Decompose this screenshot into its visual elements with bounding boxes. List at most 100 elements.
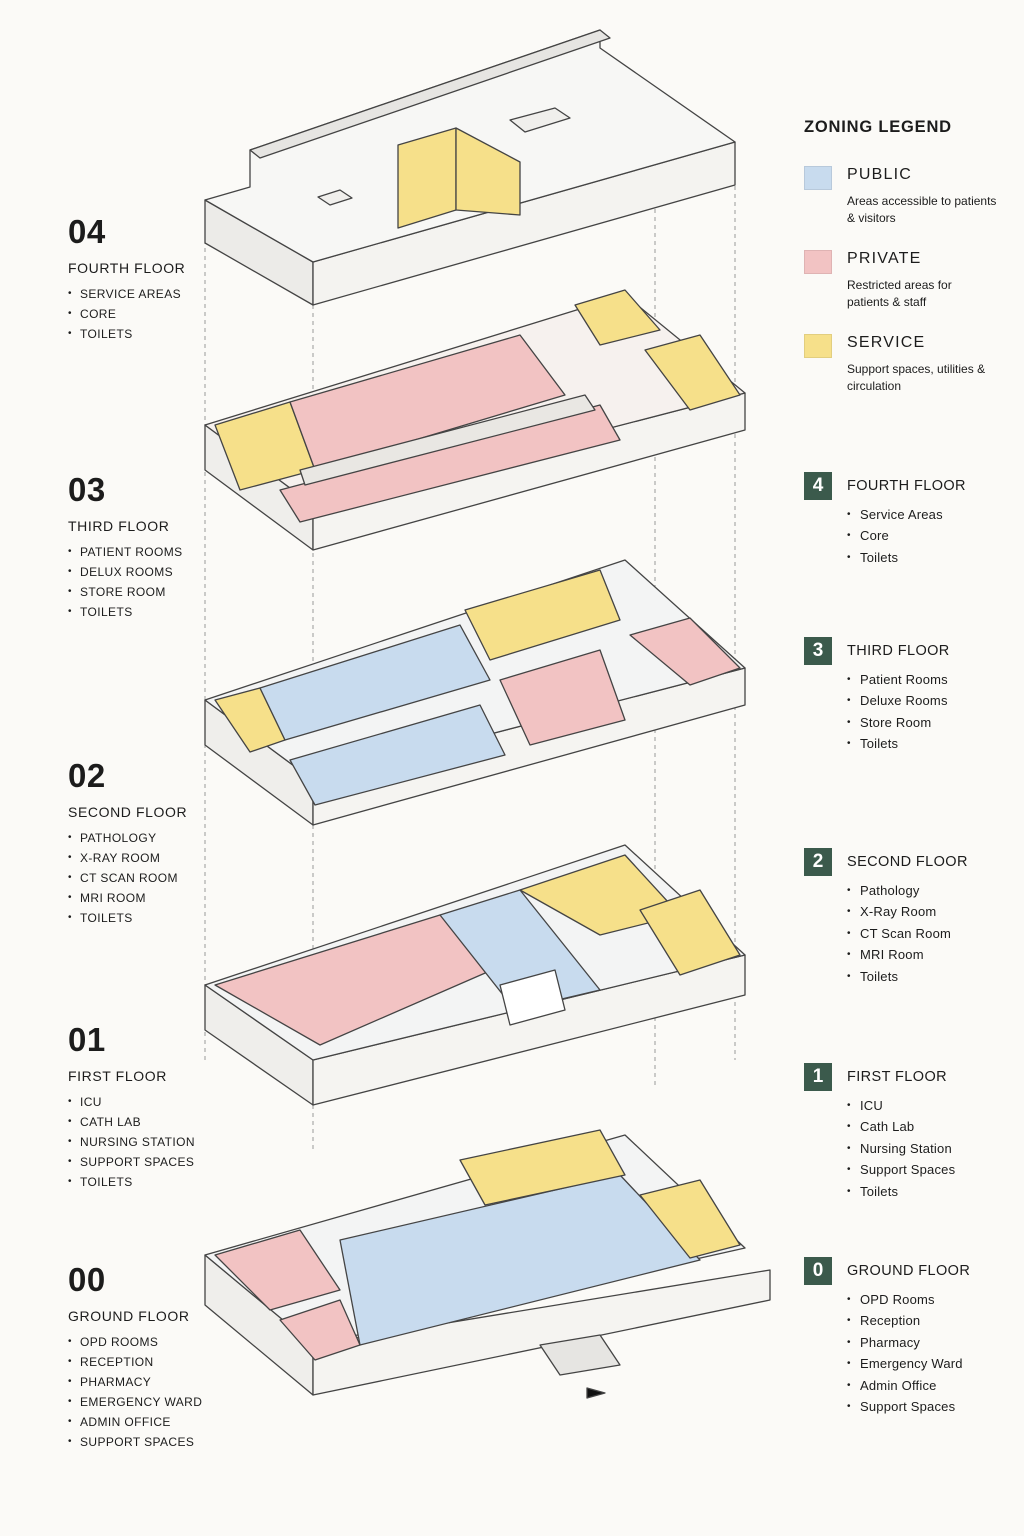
list-item: TOILETS — [68, 1172, 218, 1192]
list-item: EMERGENCY WARD — [68, 1392, 218, 1412]
list-item: Cath Lab — [847, 1116, 955, 1138]
floor-badge: 4 — [804, 472, 832, 500]
floor-key-name: FOURTH FLOOR — [847, 478, 966, 494]
floor-key-items: ICU Cath Lab Nursing Station Support Spa… — [847, 1095, 955, 1202]
floor-badge: 1 — [804, 1063, 832, 1091]
list-item: TOILETS — [68, 324, 218, 344]
list-item: SERVICE AREAS — [68, 284, 218, 304]
list-item: MRI ROOM — [68, 888, 218, 908]
list-item: X-Ray Room — [847, 901, 951, 923]
floor-items: ICU CATH LAB NURSING STATION SUPPORT SPA… — [68, 1092, 218, 1192]
floor-items: PATHOLOGY X-RAY ROOM CT SCAN ROOM MRI RO… — [68, 828, 218, 928]
list-item: Store Room — [847, 712, 948, 734]
zone-name: PUBLIC — [847, 166, 912, 183]
floor-label-2: 02 SECOND FLOOR PATHOLOGY X-RAY ROOM CT … — [68, 757, 218, 929]
floor-key-name: FIRST FLOOR — [847, 1069, 948, 1085]
floor-1-plan — [204, 844, 746, 1106]
floor-label-0: 00 GROUND FLOOR OPD ROOMS RECEPTION PHAR… — [68, 1261, 218, 1453]
list-item: Support Spaces — [847, 1159, 955, 1181]
floor-2-plan — [204, 559, 746, 826]
floor-name: SECOND FLOOR — [68, 804, 188, 820]
list-item: TOILETS — [68, 602, 218, 622]
floor-key-items: Patient Rooms Deluxe Rooms Store Room To… — [847, 669, 948, 755]
floor-key-items: OPD Rooms Reception Pharmacy Emergency W… — [847, 1289, 963, 1418]
roof-level — [204, 29, 736, 306]
floor-number: 02 — [68, 757, 106, 794]
legend-title: ZONING LEGEND — [804, 118, 952, 136]
list-item: OPD Rooms — [847, 1289, 963, 1311]
roof-stair-core — [455, 127, 521, 216]
list-item: ICU — [68, 1092, 218, 1112]
list-item: CATH LAB — [68, 1112, 218, 1132]
list-item: PATIENT ROOMS — [68, 542, 218, 562]
list-item: Deluxe Rooms — [847, 690, 948, 712]
list-item: PATHOLOGY — [68, 828, 218, 848]
list-item: Toilets — [847, 733, 948, 755]
floor-key-name: GROUND FLOOR — [847, 1263, 971, 1279]
list-item: Support Spaces — [847, 1396, 963, 1418]
list-item: MRI Room — [847, 944, 951, 966]
list-item: STORE ROOM — [68, 582, 218, 602]
floor-key-items: Pathology X-Ray Room CT Scan Room MRI Ro… — [847, 880, 951, 987]
floor-label-4: 04 FOURTH FLOOR SERVICE AREAS CORE TOILE… — [68, 213, 218, 345]
floor-badge: 3 — [804, 637, 832, 665]
list-item: ADMIN OFFICE — [68, 1412, 218, 1432]
floor-badge: 0 — [804, 1257, 832, 1285]
zone-name: PRIVATE — [847, 250, 922, 267]
list-item: Toilets — [847, 1181, 955, 1203]
floor-key-name: THIRD FLOOR — [847, 643, 950, 659]
floor-number: 04 — [68, 213, 106, 250]
zoning-legend: ZONING LEGEND PUBLIC Areas accessible to… — [804, 118, 1004, 393]
list-item: DELUX ROOMS — [68, 562, 218, 582]
floor-name: FOURTH FLOOR — [68, 260, 186, 276]
public-swatch — [804, 166, 832, 190]
list-item: Service Areas — [847, 504, 943, 526]
list-item: Patient Rooms — [847, 669, 948, 691]
list-item: RECEPTION — [68, 1352, 218, 1372]
list-item: X-RAY ROOM — [68, 848, 218, 868]
floor-items: PATIENT ROOMS DELUX ROOMS STORE ROOM TOI… — [68, 542, 218, 622]
list-item: CORE — [68, 304, 218, 324]
floor-key-name: SECOND FLOOR — [847, 854, 968, 870]
floor-badge: 2 — [804, 848, 832, 876]
floor-label-3: 03 THIRD FLOOR PATIENT ROOMS DELUX ROOMS… — [68, 471, 218, 623]
floor-3-plan — [204, 289, 746, 551]
list-item: Toilets — [847, 966, 951, 988]
list-item: Core — [847, 525, 943, 547]
zone-description: Restricted areas for patients & staff — [847, 278, 952, 309]
list-item: Admin Office — [847, 1375, 963, 1397]
floor-name: THIRD FLOOR — [68, 518, 170, 534]
floor-number: 01 — [68, 1021, 106, 1058]
zone-name: SERVICE — [847, 334, 926, 351]
list-item: SUPPORT SPACES — [68, 1152, 218, 1172]
floor-number: 03 — [68, 471, 106, 508]
entrance-steps — [539, 1334, 621, 1376]
floor-0-plan — [204, 1129, 771, 1399]
list-item: PHARMACY — [68, 1372, 218, 1392]
list-item: Pharmacy — [847, 1332, 963, 1354]
entry-arrow-icon — [586, 1387, 606, 1399]
list-item: CT Scan Room — [847, 923, 951, 945]
roof-service-core — [397, 127, 457, 229]
list-item: OPD ROOMS — [68, 1332, 218, 1352]
list-item: CT SCAN ROOM — [68, 868, 218, 888]
private-swatch — [804, 250, 832, 274]
floor-name: GROUND FLOOR — [68, 1308, 190, 1324]
floor-number: 00 — [68, 1261, 106, 1298]
floor-name: FIRST FLOOR — [68, 1068, 167, 1084]
zone-description: Areas accessible to patients & visitors — [847, 194, 997, 225]
floor-items: OPD ROOMS RECEPTION PHARMACY EMERGENCY W… — [68, 1332, 218, 1452]
list-item: SUPPORT SPACES — [68, 1432, 218, 1452]
zone-description: Support spaces, utilities & circulation — [847, 362, 986, 393]
list-item: Reception — [847, 1310, 963, 1332]
list-item: TOILETS — [68, 908, 218, 928]
service-swatch — [804, 334, 832, 358]
floor-items: SERVICE AREAS CORE TOILETS — [68, 284, 218, 344]
list-item: ICU — [847, 1095, 955, 1117]
list-item: NURSING STATION — [68, 1132, 218, 1152]
list-item: Emergency Ward — [847, 1353, 963, 1375]
list-item: Toilets — [847, 547, 943, 569]
list-item: Nursing Station — [847, 1138, 955, 1160]
floor-label-1: 01 FIRST FLOOR ICU CATH LAB NURSING STAT… — [68, 1021, 218, 1193]
